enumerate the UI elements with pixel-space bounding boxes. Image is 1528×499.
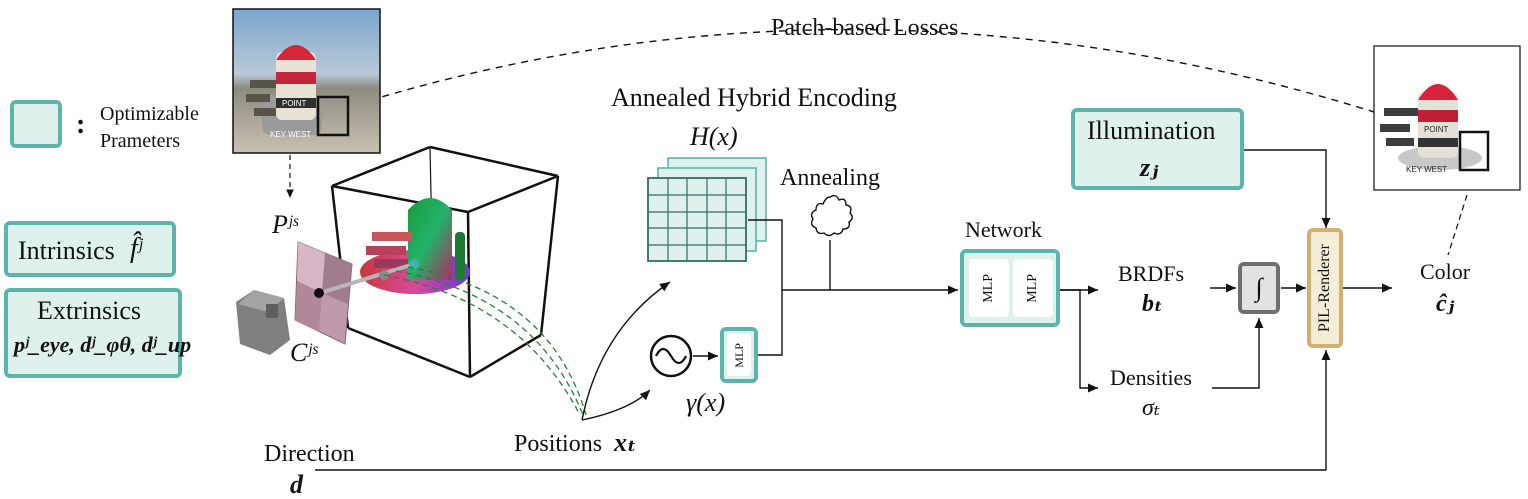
renderer-box: PIL-Renderer: [1307, 228, 1343, 348]
output-photo-caption-2: KEY WEST: [1406, 165, 1448, 174]
sample-curves: [383, 266, 587, 416]
brdf-symbol: bₜ: [1142, 291, 1163, 317]
extrinsics-label: Extrinsics: [37, 296, 141, 325]
annealing-icon: [810, 194, 853, 237]
intrinsics-label: Intrinsics: [18, 236, 115, 265]
intrinsics-symbol: f̂ʲ: [130, 233, 143, 264]
pixel-label: Pʲˢ: [272, 210, 298, 239]
density-symbol: σₜ: [1142, 395, 1160, 421]
network-title: Network: [965, 217, 1042, 242]
hash-grid-stack: [647, 157, 767, 262]
color-symbol: ĉⱼ: [1436, 291, 1455, 317]
patch-loss-label: Patch-based Losses: [771, 15, 959, 41]
output-photo: [1373, 45, 1521, 191]
legend-text-line2: Prameters: [100, 130, 180, 152]
illumination-label: Illumination: [1087, 116, 1216, 145]
legend-swatch: [10, 100, 62, 148]
legend-colon: :: [76, 109, 86, 140]
network-mlp-2: MLP: [1025, 273, 1040, 303]
direction-label: Direction: [264, 441, 355, 467]
annealing-label: Annealing: [780, 165, 880, 191]
patch-loss-arc: [344, 28, 1436, 133]
color-label: Color: [1420, 259, 1471, 284]
positions-label: Positions: [514, 431, 603, 457]
input-photo-caption-1: POINT: [282, 99, 307, 108]
encoding-mlp-box: MLP: [720, 327, 758, 383]
integral-box: ∫: [1238, 262, 1280, 314]
positional-encoding-label: γ(x): [686, 388, 726, 417]
hash-grid-label: H(x): [690, 122, 738, 151]
encoding-mlp-label: MLP: [731, 342, 746, 368]
intrinsics-box: [4, 221, 176, 277]
renderer-label: PIL-Renderer: [1316, 244, 1333, 332]
extrinsics-symbols: pʲ_eye, dʲ_φθ, dʲ_up: [14, 332, 192, 357]
brdf-label: BRDFs: [1118, 261, 1185, 286]
legend-text-line1: Optimizable: [100, 103, 199, 125]
input-photo-caption-2: KEY WEST: [270, 130, 312, 139]
positions-symbol: xₜ: [614, 428, 637, 457]
network-mlp-1: MLP: [981, 273, 996, 303]
output-photo-caption-1: POINT: [1424, 125, 1449, 134]
direction-symbol: d: [290, 470, 303, 499]
encoding-title: Annealed Hybrid Encoding: [611, 83, 897, 112]
reconstructed-object: [360, 198, 470, 294]
camera-label: Cʲˢ: [290, 338, 318, 367]
input-photo: [232, 8, 381, 154]
camera-model: [236, 290, 290, 355]
integral-symbol: ∫: [1255, 273, 1263, 302]
bounding-cube: [330, 145, 560, 379]
illumination-symbol: zⱼ: [1140, 153, 1159, 182]
illumination-box: [1071, 108, 1244, 190]
density-label: Densities: [1110, 365, 1192, 390]
network-box: MLP MLP: [960, 249, 1060, 327]
extrinsics-box: [4, 288, 182, 378]
